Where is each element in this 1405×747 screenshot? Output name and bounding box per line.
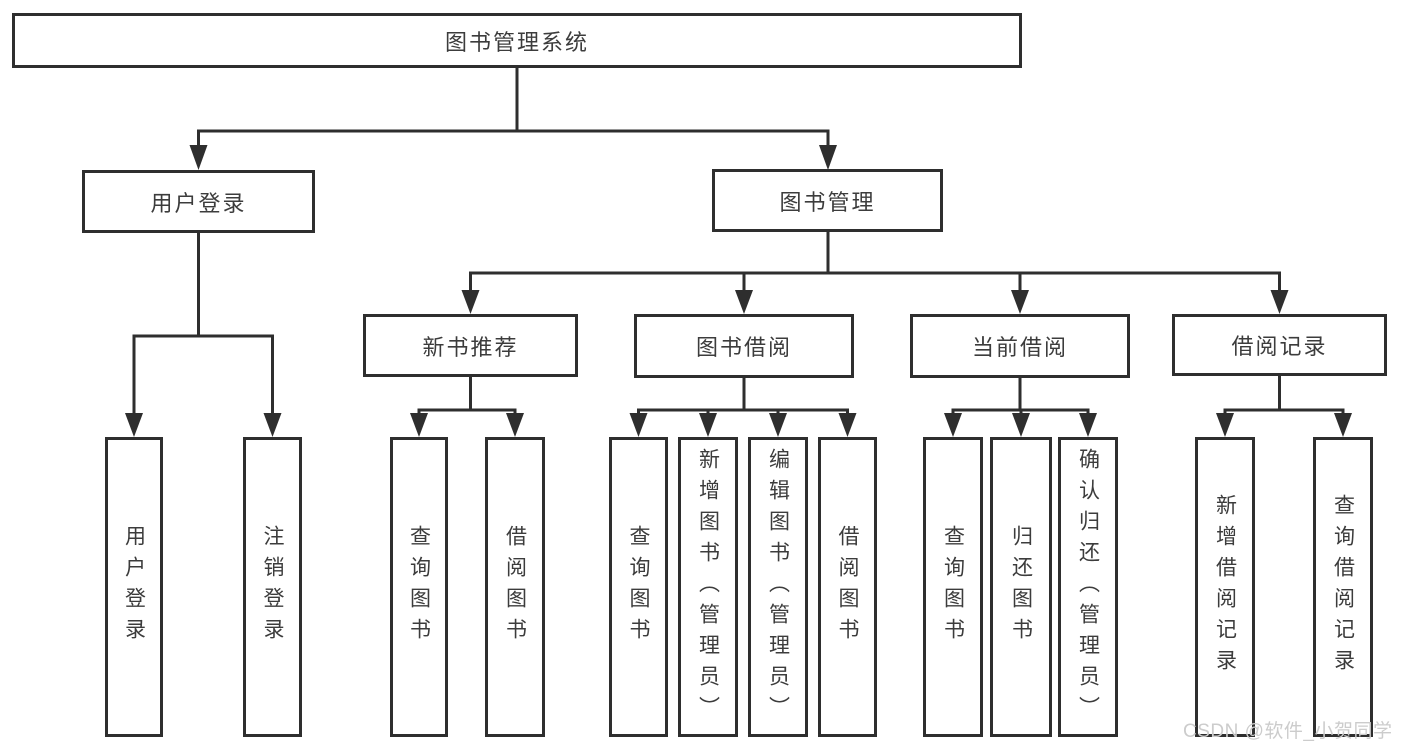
leaf-add-book-admin: 新增图书（管理员） <box>678 437 738 737</box>
arrowhead-icon <box>1012 413 1030 437</box>
edge-line <box>1223 376 1345 418</box>
arrowhead-icon <box>769 413 787 437</box>
leaf-user-login: 用户登录 <box>105 437 163 737</box>
leaf-borrow-books-recommend: 借阅图书 <box>485 437 545 737</box>
edge-book-management-to-level3 <box>469 232 1281 294</box>
leaf-label: 新增借阅记录 <box>1213 494 1237 680</box>
leaf-logout: 注销登录 <box>243 437 302 737</box>
arrowhead-icon <box>1011 290 1029 314</box>
node-borrow-records: 借阅记录 <box>1172 314 1387 376</box>
arrowhead-icon <box>263 413 282 437</box>
edge-root-to-level2 <box>197 68 830 150</box>
edge-line <box>132 232 274 418</box>
node-label: 当前借阅 <box>971 335 1068 360</box>
arrowhead-icon <box>506 413 524 437</box>
arrowhead-icon <box>629 413 648 437</box>
arrowhead-icon <box>944 413 962 437</box>
arrowhead-icon <box>838 413 857 437</box>
node-book-management: 图书管理 <box>712 169 943 232</box>
leaf-label: 查询图书 <box>941 525 965 649</box>
node-book-borrow: 图书借阅 <box>634 314 854 378</box>
leaf-label: 新增图书（管理员） <box>696 447 720 727</box>
leaf-label: 借阅图书 <box>503 525 527 649</box>
leaf-label: 注销登录 <box>261 525 284 649</box>
arrowhead-icon <box>461 290 480 314</box>
leaf-return-books: 归还图书 <box>990 437 1052 737</box>
leaf-confirm-return-admin: 确认归还（管理员） <box>1058 437 1118 737</box>
edge-current-borrow-to-leaves <box>951 378 1090 418</box>
node-label: 图书管理系统 <box>444 29 589 55</box>
arrowhead-icon <box>699 413 717 437</box>
node-label: 图书管理 <box>779 189 876 215</box>
edge-line <box>417 377 517 418</box>
edge-line <box>951 378 1090 418</box>
leaf-borrow-books: 借阅图书 <box>818 437 877 737</box>
node-label: 图书借阅 <box>695 335 792 360</box>
arrowhead-icon <box>1270 290 1289 314</box>
edge-line <box>637 378 849 418</box>
edge-user-login-to-leaves <box>132 232 274 418</box>
arrowhead-icon <box>1079 413 1097 437</box>
node-label: 借阅记录 <box>1231 334 1328 359</box>
leaf-label: 确认归还（管理员） <box>1076 447 1100 727</box>
edge-book-borrow-to-leaves <box>637 378 849 418</box>
leaf-label: 查询图书 <box>627 525 650 649</box>
edge-line <box>469 232 1281 294</box>
arrowhead-icon <box>410 413 428 437</box>
arrowhead-icon <box>189 145 208 170</box>
node-library-management-system: 图书管理系统 <box>12 13 1022 68</box>
arrowhead-icon <box>1334 413 1352 437</box>
leaf-label: 查询借阅记录 <box>1331 494 1355 680</box>
arrowhead-icon <box>1216 413 1234 437</box>
leaf-query-books-current: 查询图书 <box>923 437 983 737</box>
watermark: CSDN @软件_小贺同学 <box>1183 721 1393 742</box>
node-label: 新书推荐 <box>422 334 519 360</box>
leaf-label: 编辑图书（管理员） <box>766 447 790 727</box>
node-new-book-recommend: 新书推荐 <box>363 314 578 377</box>
node-user-login: 用户登录 <box>82 170 315 233</box>
leaf-label: 查询图书 <box>407 525 431 649</box>
leaf-label: 用户登录 <box>122 525 146 649</box>
leaf-label: 借阅图书 <box>836 525 859 649</box>
edge-line <box>197 68 830 150</box>
node-label: 用户登录 <box>150 190 247 216</box>
leaf-edit-book-admin: 编辑图书（管理员） <box>748 437 808 737</box>
arrowhead-icon <box>735 290 753 314</box>
edge-borrow-records-to-leaves <box>1223 376 1345 418</box>
arrowhead-icon <box>125 413 143 437</box>
edge-new-book-recommend-to-leaves <box>417 377 517 418</box>
leaf-query-books-recommend: 查询图书 <box>390 437 448 737</box>
node-current-borrow: 当前借阅 <box>910 314 1130 378</box>
arrowhead-icon <box>819 145 837 170</box>
leaf-label: 归还图书 <box>1009 525 1033 649</box>
leaf-query-books-borrow: 查询图书 <box>609 437 668 737</box>
leaf-query-borrow-record: 查询借阅记录 <box>1313 437 1373 737</box>
leaf-add-borrow-record: 新增借阅记录 <box>1195 437 1255 737</box>
